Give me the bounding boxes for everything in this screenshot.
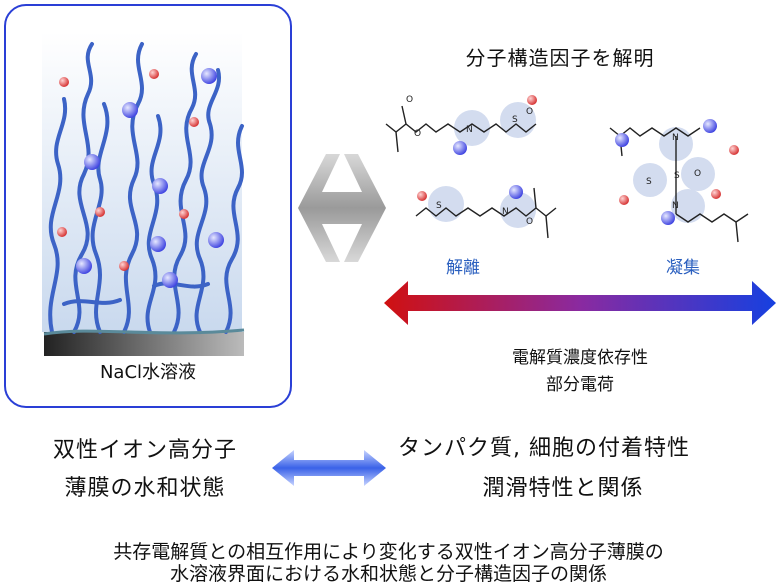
blue-double-arrow <box>272 450 386 486</box>
protein-cell-adhesion-label: タンパク質, 細胞の付着特性 <box>398 436 690 461</box>
svg-text:S: S <box>512 115 518 125</box>
concentration-gradient-arrow <box>384 281 776 325</box>
svg-text:O: O <box>526 107 533 117</box>
svg-text:N: N <box>502 207 509 217</box>
dissociation-label: 解離 <box>446 258 480 278</box>
solution-label: NaCl水溶液 <box>99 362 197 383</box>
substrate <box>44 332 244 356</box>
structure-title: 分子構造因子を解明 <box>465 46 655 70</box>
partial-charge-label: 部分電荷 <box>546 375 614 395</box>
gray-double-arrow <box>298 154 386 262</box>
svg-text:S: S <box>436 201 442 211</box>
caption-line-1: 共存電解質との相互作用により変化する双性イオン高分子薄膜の <box>113 541 664 563</box>
svg-text:S: S <box>674 171 680 181</box>
svg-text:O: O <box>406 95 413 105</box>
svg-text:O: O <box>414 129 421 139</box>
ions-left <box>57 68 224 288</box>
hydration-state-label: 薄膜の水和状態 <box>64 476 226 501</box>
zwitterion-polymer-label: 双性イオン高分子 <box>52 438 237 463</box>
concentration-dependence-label: 電解質濃度依存性 <box>512 348 648 368</box>
molecular-structures: OON SO SNO NSN SO <box>385 95 749 243</box>
lubrication-label: 潤滑特性と関係 <box>482 476 644 501</box>
svg-text:N: N <box>466 125 473 135</box>
svg-text:O: O <box>694 169 701 179</box>
svg-text:S: S <box>646 177 652 187</box>
caption-line-2: 水溶液界面における水和状態と分子構造因子の関係 <box>169 563 607 585</box>
svg-text:O: O <box>526 217 533 227</box>
polymer-brush-illustration <box>42 32 245 356</box>
svg-text:N: N <box>672 201 679 211</box>
aggregation-label: 凝集 <box>666 258 700 278</box>
svg-text:N: N <box>672 133 679 143</box>
